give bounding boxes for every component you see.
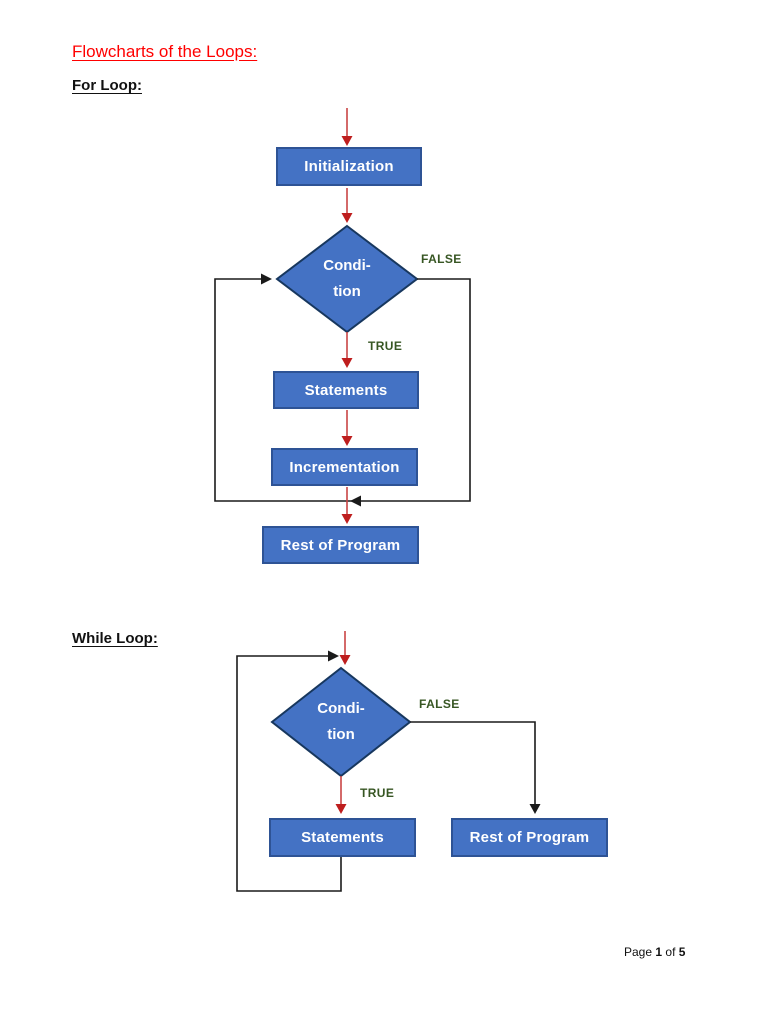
for-loop-false-label: FALSE <box>421 252 462 266</box>
while-loop-false-line <box>410 721 541 814</box>
footer-page-number: 1 <box>655 945 663 959</box>
for-loop-rest-of-program-node: Rest of Program <box>262 526 419 564</box>
while-loop-heading: While Loop: <box>72 630 158 647</box>
node-label: Statements <box>301 829 384 846</box>
footer-total-pages: 5 <box>678 945 686 959</box>
node-label: Initialization <box>304 158 394 175</box>
while-loop-false-label: FALSE <box>419 697 460 711</box>
footer-page-word: Page <box>624 945 653 959</box>
while-loop-condition-diamond <box>270 666 412 778</box>
for-loop-exit-arrow <box>341 487 353 524</box>
for-loop-init-to-condition-arrow <box>341 188 353 223</box>
for-loop-statements-to-incrementation-arrow <box>341 410 353 446</box>
for-loop-true-arrow <box>341 332 353 368</box>
while-loop-true-label: TRUE <box>360 786 395 800</box>
page-title: Flowcharts of the Loops: <box>72 42 258 61</box>
for-loop-false-and-loopback-line <box>214 273 471 507</box>
for-loop-incrementation-node: Incrementation <box>271 448 418 486</box>
for-loop-statements-node: Statements <box>273 371 419 409</box>
page-footer: Page 1 of 5 <box>624 945 685 959</box>
for-loop-true-label: TRUE <box>368 339 403 353</box>
node-label: Incrementation <box>289 458 400 476</box>
node-label: Rest of Program <box>280 536 401 554</box>
while-loop-statements-node: Statements <box>269 818 416 857</box>
while-loop-entry-arrow <box>339 631 351 665</box>
footer-of-word: of <box>665 945 676 959</box>
for-loop-condition-diamond <box>275 224 419 334</box>
for-loop-initialization-node: Initialization <box>276 147 422 186</box>
while-loop-loopback-line <box>236 650 342 892</box>
for-loop-entry-arrow <box>341 108 353 146</box>
while-loop-true-arrow <box>335 776 347 814</box>
for-loop-heading: For Loop: <box>72 77 142 94</box>
while-loop-rest-of-program-node: Rest of Program <box>451 818 608 857</box>
node-label: Statements <box>304 381 388 399</box>
node-label: Rest of Program <box>469 829 590 846</box>
